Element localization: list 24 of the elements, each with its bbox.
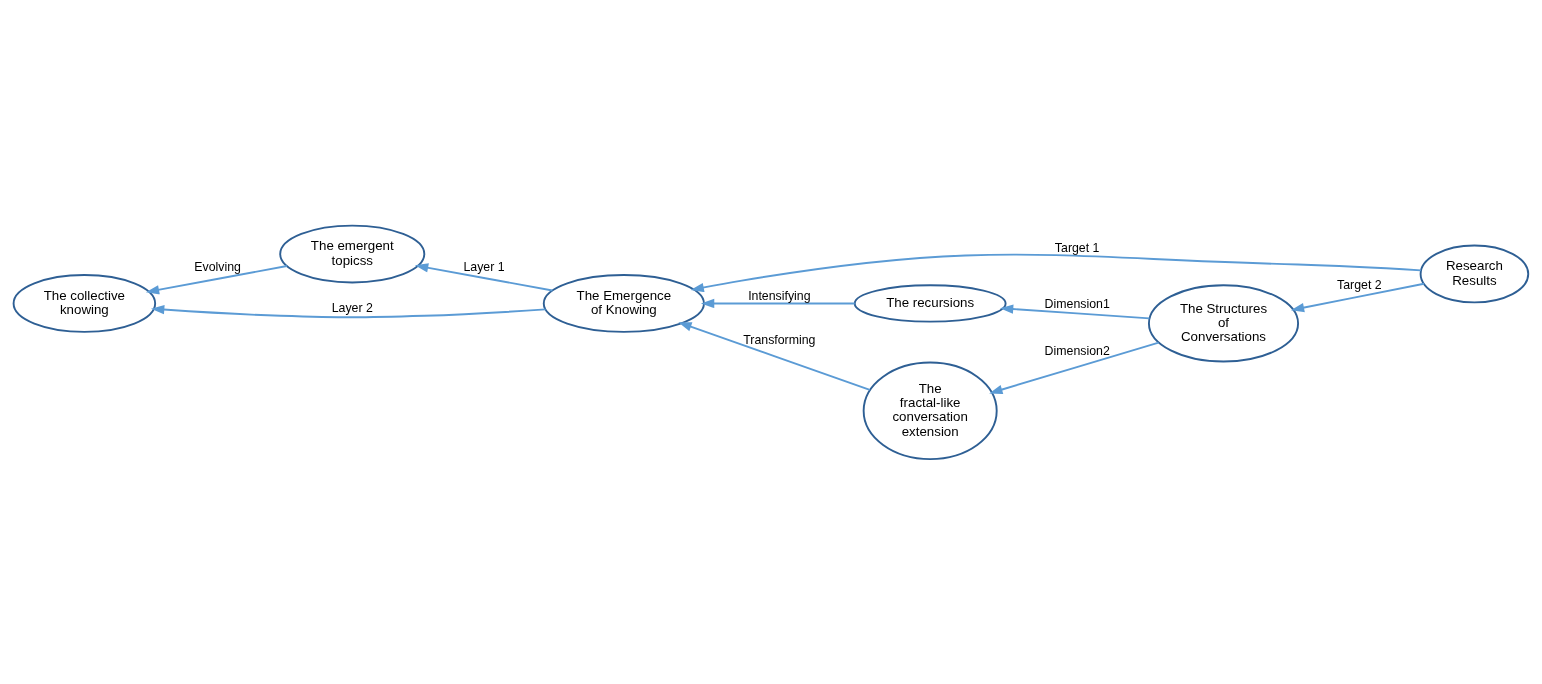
arrow bbox=[1290, 282, 1425, 312]
arrow bbox=[999, 303, 1151, 319]
edge-label: Intensifying bbox=[748, 288, 811, 303]
edge-label: Transforming bbox=[743, 332, 816, 347]
arrow bbox=[414, 262, 554, 291]
edge-label: Target 1 bbox=[1054, 240, 1100, 255]
edge-label: Evolving bbox=[194, 259, 241, 274]
edge-label: Target 2 bbox=[1337, 277, 1382, 292]
edge-label: Layer 2 bbox=[331, 300, 373, 315]
node-ellipse: The fractal-like conversation extension bbox=[862, 361, 998, 460]
node-ellipse: The emergent topicss bbox=[279, 224, 426, 283]
node-ellipse: Research Results bbox=[1419, 244, 1530, 303]
node-ellipse: The Structures of Conversations bbox=[1148, 283, 1300, 362]
arrow bbox=[145, 264, 288, 294]
arrow bbox=[989, 341, 1160, 394]
node-ellipse: The recursions bbox=[853, 283, 1007, 323]
edge-label: Dimension2 bbox=[1044, 343, 1110, 358]
arrow bbox=[678, 321, 871, 391]
edge-label: Dimension1 bbox=[1044, 296, 1110, 311]
arrow bbox=[700, 298, 856, 308]
node-ellipse: The collective knowing bbox=[12, 273, 157, 333]
arrow bbox=[151, 304, 547, 318]
edge-label: Layer 1 bbox=[463, 259, 505, 274]
arrow bbox=[690, 253, 1422, 292]
